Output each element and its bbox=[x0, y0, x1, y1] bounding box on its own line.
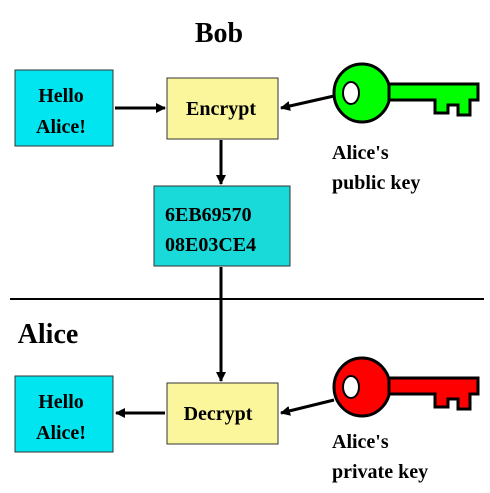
bottom-message-box bbox=[14, 375, 114, 453]
ciphertext-line2: 08E03CE4 bbox=[165, 234, 256, 256]
encrypt-box bbox=[166, 77, 279, 140]
alice-title: Alice bbox=[18, 319, 79, 350]
encrypt-label: Encrypt bbox=[186, 98, 256, 120]
bottom-message-line2: Alice! bbox=[36, 422, 86, 444]
ciphertext-box bbox=[153, 185, 291, 267]
ciphertext-line1: 6EB69570 bbox=[165, 204, 252, 226]
public-key-label-line2: public key bbox=[332, 172, 420, 194]
public-key-label-line1: Alice's bbox=[332, 142, 389, 164]
decrypt-box bbox=[166, 382, 279, 445]
private-key-label-line1: Alice's bbox=[332, 431, 389, 453]
bottom-message-line1: Hello bbox=[38, 391, 84, 413]
private-key-icon bbox=[332, 356, 480, 418]
top-message-line2: Alice! bbox=[36, 116, 86, 138]
top-message-line1: Hello bbox=[38, 85, 84, 107]
arrow-privatekey-to-decrypt bbox=[280, 398, 335, 416]
public-key-icon bbox=[332, 62, 480, 124]
private-key-label-line2: private key bbox=[332, 461, 428, 483]
bob-title: Bob bbox=[195, 18, 243, 49]
decrypt-label: Decrypt bbox=[184, 403, 253, 425]
arrow-publickey-to-encrypt bbox=[280, 94, 335, 111]
top-message-box bbox=[14, 69, 114, 147]
